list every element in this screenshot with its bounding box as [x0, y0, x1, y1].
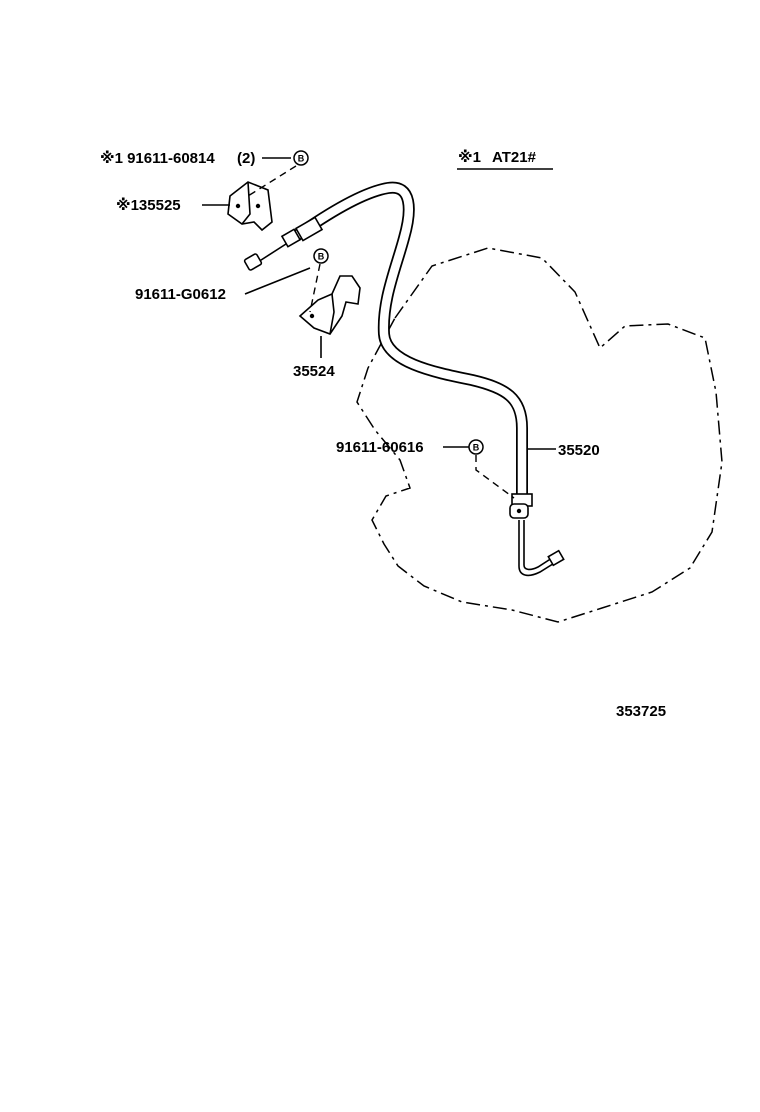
note-mark: ※1	[458, 148, 481, 166]
sensor-tube	[518, 520, 557, 577]
bracket-top-part-no: ※135525	[116, 196, 181, 214]
bolt-top-mark: B	[298, 154, 305, 164]
illustration-number: 353725	[616, 703, 666, 720]
bolt-low-mark-circle	[468, 439, 484, 455]
cable-inner	[293, 183, 527, 496]
cable-upper-fitting	[243, 216, 324, 271]
cable-clamp	[509, 493, 533, 519]
cable-part-no: 35520	[558, 442, 600, 459]
bolt-top-mark-circle	[293, 150, 309, 166]
bolt-low-mark: B	[473, 443, 480, 453]
middle-bracket	[298, 275, 361, 335]
bolt-mid-mark-circle	[313, 248, 329, 264]
bolt-low-part-no: 91611-60616	[336, 439, 424, 456]
sensor-tip	[547, 549, 565, 567]
note-code: AT21#	[492, 149, 537, 166]
bracket-mid-part-no: 35524	[293, 363, 335, 380]
bolt-mid-part-no: 91611-G0612	[135, 286, 226, 303]
bolt-top-leader	[247, 165, 297, 197]
bolt-low-leader	[475, 455, 515, 499]
upper-bracket	[227, 181, 273, 232]
transmission-outline	[356, 247, 723, 623]
bolt-mid-leader	[309, 263, 321, 313]
bolt-top-qty: (2)	[237, 150, 255, 167]
bolt-mid-mark: B	[318, 252, 325, 262]
bolt-top-part-no: ※1 91611-60814	[100, 149, 215, 167]
